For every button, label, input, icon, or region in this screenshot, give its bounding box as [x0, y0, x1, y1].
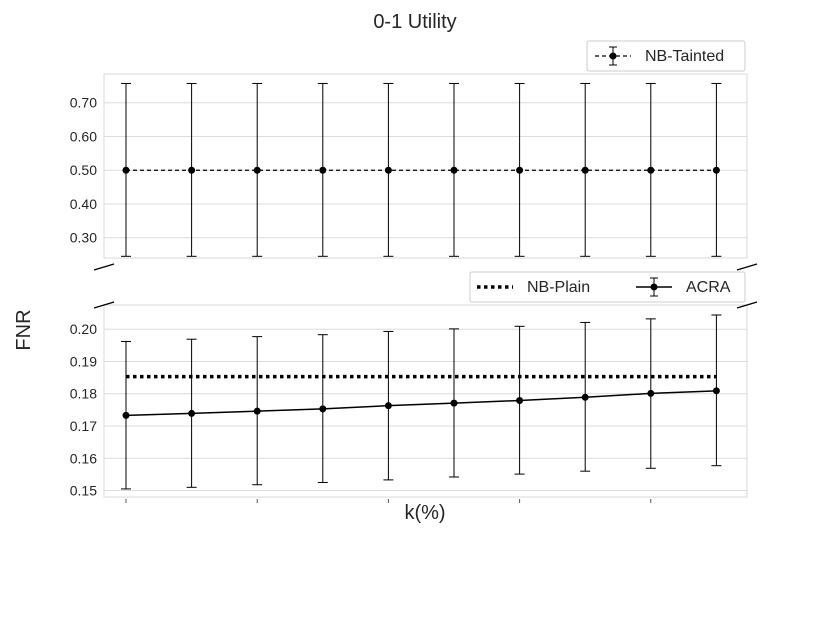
lower-plot-frame: [103, 304, 748, 498]
legend-sample-acra-marker: [650, 283, 658, 291]
lower-y-tick-label-1: 0.16: [70, 450, 97, 466]
marker-nb-tainted-3: [319, 166, 327, 174]
marker-nb-tainted-1: [188, 166, 196, 174]
marker-nb-tainted-0: [122, 166, 130, 174]
upper-y-tick-label-3: 0.60: [70, 128, 97, 144]
x-ticks: [125, 499, 652, 503]
marker-acra-6: [516, 397, 524, 405]
axis-break-mark-upper-left: [93, 263, 115, 271]
legend-label-nb-plain: NB-Plain: [527, 279, 590, 296]
x-axis-label: k(%): [404, 502, 445, 524]
axis-break-mark-lower-left: [93, 301, 115, 309]
marker-acra-7: [581, 393, 589, 401]
upper-y-ticks: 0.30 0.40 0.50 0.60 0.70: [70, 95, 97, 246]
upper-y-tick-label-4: 0.70: [70, 95, 97, 111]
marker-nb-tainted-2: [253, 166, 261, 174]
marker-nb-tainted-4: [384, 166, 392, 174]
lower-y-ticks: 0.15 0.16 0.17 0.18 0.19 0.20: [70, 321, 97, 498]
chart-title: 0-1 Utility: [373, 11, 456, 33]
marker-acra-3: [319, 405, 327, 413]
marker-acra-9: [712, 387, 720, 395]
lower-y-tick-label-3: 0.18: [70, 386, 97, 402]
legend-label-acra: ACRA: [686, 279, 731, 296]
lower-y-tick-label-2: 0.17: [70, 418, 97, 434]
lower-series-marks: [121, 314, 722, 490]
lower-panel: 0.15 0.16 0.17 0.18 0.19 0.20 NB-Plain ACRA: [70, 271, 748, 499]
legend-label-nb-tainted: NB-Tainted: [645, 48, 724, 65]
marker-acra-5: [450, 399, 458, 407]
lower-y-tick-label-5: 0.20: [70, 321, 97, 337]
marker-nb-tainted-6: [516, 166, 524, 174]
marker-nb-tainted-7: [581, 166, 589, 174]
marker-acra-1: [188, 409, 196, 417]
marker-acra-4: [384, 402, 392, 410]
marker-nb-tainted-9: [712, 166, 720, 174]
axis-break-mark-upper-right: [736, 263, 758, 271]
legend-sample-nb-tainted-marker: [609, 52, 617, 60]
lower-legend: NB-Plain ACRA: [469, 271, 746, 303]
upper-series-marks: [121, 82, 722, 257]
axis-break-mark-lower-right: [736, 301, 758, 309]
lower-y-tick-label-4: 0.19: [70, 353, 97, 369]
lower-grid: [104, 328, 747, 492]
lower-legend-box: [469, 271, 746, 303]
marker-acra-2: [253, 407, 261, 415]
upper-y-tick-label-2: 0.50: [70, 162, 97, 178]
marker-acra-8: [647, 389, 655, 397]
upper-legend-box: [586, 40, 746, 72]
marker-nb-tainted-8: [647, 166, 655, 174]
y-axis-label: FNR: [13, 309, 35, 350]
upper-legend: NB-Tainted: [586, 40, 746, 72]
upper-y-tick-label-0: 0.30: [70, 230, 97, 246]
axis-break-marks: [93, 263, 758, 309]
upper-y-tick-label-1: 0.40: [70, 196, 97, 212]
marker-acra-0: [122, 411, 130, 419]
marker-nb-tainted-5: [450, 166, 458, 174]
upper-plot-frame: [103, 73, 748, 259]
upper-panel: 0.30 0.40 0.50 0.60 0.70 NB-Tainted: [70, 40, 748, 259]
lower-y-tick-label-0: 0.15: [70, 483, 97, 499]
series-line-acra: [125, 390, 717, 417]
